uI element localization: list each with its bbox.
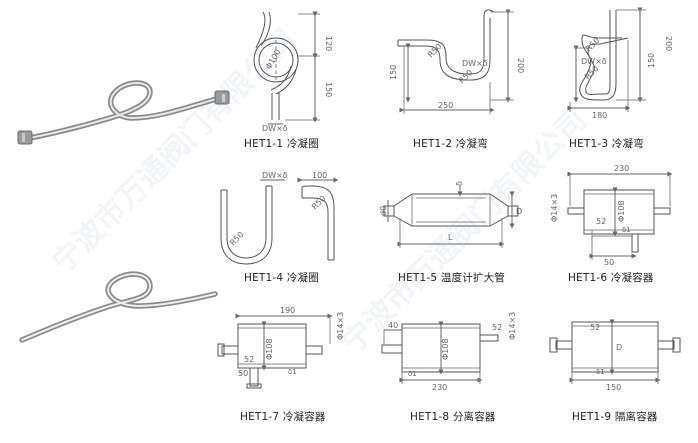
- dim-het1-2-dw: DW×δ: [462, 59, 488, 68]
- dim-het1-1-dw: DW×δ: [262, 124, 288, 133]
- dim-het1-8-phi108: Φ108: [441, 338, 450, 360]
- dim-het1-7-phi108: Φ108: [265, 338, 274, 360]
- dim-het1-8-40: 40: [388, 321, 398, 330]
- dim-het1-7-190: 190: [280, 306, 295, 315]
- dim-het1-6-230: 230: [614, 164, 629, 173]
- dim-het1-9-d1: δ1: [596, 368, 605, 376]
- drawing-het1-9: [549, 319, 681, 384]
- dim-het1-2-200: 200: [516, 58, 525, 73]
- dim-het1-4-r50: R50: [228, 230, 246, 248]
- caption-het1-9: HET1-9 隔离容器: [572, 411, 658, 423]
- dim-het1-7-d1: δ1: [288, 368, 297, 376]
- caption-het1-1: HET1-1 冷凝圈: [244, 138, 319, 150]
- dim-het1-5-delta: δ: [455, 181, 464, 186]
- dim-het1-7-52: 52: [244, 355, 254, 364]
- photo-siphon-coil: [17, 80, 230, 145]
- dim-het1-3-150: 150: [647, 53, 656, 68]
- drawing-het1-4: [220, 177, 339, 265]
- dim-het1-3-200: 200: [664, 36, 673, 51]
- dim-het1-3-dw: DW×δ: [581, 57, 607, 66]
- dim-het1-7-phi14: Φ14×3: [336, 312, 345, 340]
- dim-het1-3-r50a: R50: [584, 36, 602, 54]
- dim-het1-8-230: 230: [432, 383, 447, 392]
- caption-het1-5: HET1-5 温度计扩大管: [398, 272, 506, 284]
- dim-het1-1-120: 120: [324, 36, 333, 51]
- dim-het1-8-d1: δ1: [408, 370, 417, 378]
- caption-het1-3: HET1-3 冷凝弯: [569, 138, 644, 150]
- dim-het1-9-D: D: [616, 343, 622, 352]
- drawing-het1-7: [217, 313, 333, 389]
- dim-het1-2-250: 250: [438, 101, 453, 110]
- dim-het1-9-52: 52: [590, 323, 600, 332]
- dim-het1-3-r50b: R50: [583, 64, 601, 82]
- dim-het1-6-50: 50: [604, 258, 614, 267]
- dim-het1-6-phi108: Φ108: [617, 200, 626, 222]
- dim-het1-4-100: 100: [312, 171, 327, 180]
- caption-het1-7: HET1-7 冷凝容器: [240, 411, 326, 423]
- dim-het1-6-52: 52: [596, 217, 606, 226]
- drawing-het1-3: [567, 7, 646, 112]
- dim-het1-2-r50a: R50: [426, 42, 444, 60]
- caption-het1-2: HET1-2 冷凝弯: [413, 138, 488, 150]
- caption-het1-4: HET1-4 冷凝圈: [244, 272, 319, 284]
- dim-het1-6-d1: δ1: [622, 226, 631, 234]
- photo-plain-coil: [19, 271, 218, 343]
- drawing-het1-8: [381, 321, 499, 384]
- drawing-het1-1: [253, 11, 320, 125]
- dim-het1-5-D: D: [516, 207, 522, 216]
- dim-het1-3-180: 180: [592, 111, 607, 120]
- dim-het1-8-52: 52: [492, 323, 502, 332]
- dim-het1-4-r50b: R50: [310, 194, 328, 212]
- dim-het1-9-150: 150: [606, 383, 621, 392]
- drawing-het1-2: [397, 9, 514, 114]
- dim-het1-1-phi: Φ100: [264, 48, 283, 71]
- caption-het1-8: HET1-8 分离容器: [410, 411, 496, 423]
- dim-het1-4-dw: DW×δ: [262, 171, 288, 180]
- dim-het1-5-d0: d0: [379, 206, 388, 216]
- dim-het1-7-50: 50: [238, 369, 248, 378]
- dim-het1-2-150: 150: [389, 65, 398, 80]
- dim-het1-2-r50b: R50: [457, 68, 475, 86]
- dim-het1-1-150: 150: [324, 82, 333, 97]
- drawing-het1-5: [383, 185, 519, 248]
- dim-het1-5-L: L: [448, 233, 453, 242]
- dim-het1-6-phi14: Φ14×3: [550, 194, 559, 222]
- caption-het1-6: HET1-6 冷凝容器: [568, 272, 654, 284]
- drawing-het1-6: [567, 171, 673, 260]
- dim-het1-8-phi14: Φ14×3: [508, 312, 517, 340]
